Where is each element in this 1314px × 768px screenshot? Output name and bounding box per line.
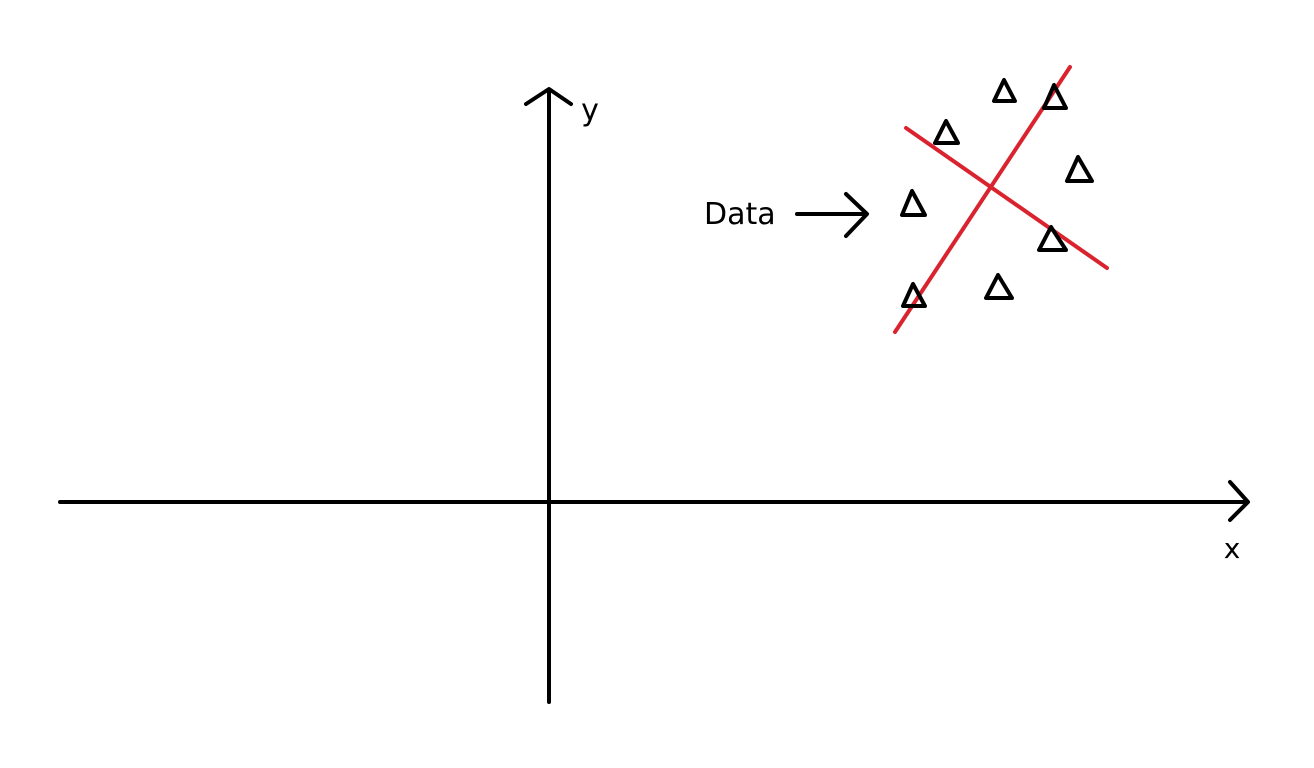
y-axis-label: y <box>581 93 599 128</box>
x-axis-label: x <box>1224 532 1241 565</box>
triangle-icon <box>901 282 927 308</box>
triangle-icon <box>1042 83 1068 110</box>
data-pointer: Data <box>704 192 869 238</box>
triangle-icon <box>984 273 1014 300</box>
y-axis: y <box>524 87 599 704</box>
data-label: Data <box>704 197 776 232</box>
triangle-icon <box>992 78 1017 103</box>
triangle-icon <box>933 119 960 145</box>
red-line-diagonal-down <box>904 126 1109 270</box>
triangle-icon <box>1037 225 1068 252</box>
data-arrowhead <box>844 192 869 238</box>
x-axis-arrowhead <box>1228 480 1250 522</box>
data-markers <box>900 78 1094 308</box>
x-axis: x <box>58 480 1250 565</box>
y-axis-arrowhead <box>524 87 573 106</box>
triangle-icon <box>900 189 927 217</box>
red-lines <box>893 65 1109 334</box>
red-line-diagonal-up <box>893 65 1072 334</box>
triangle-icon <box>1065 155 1094 183</box>
